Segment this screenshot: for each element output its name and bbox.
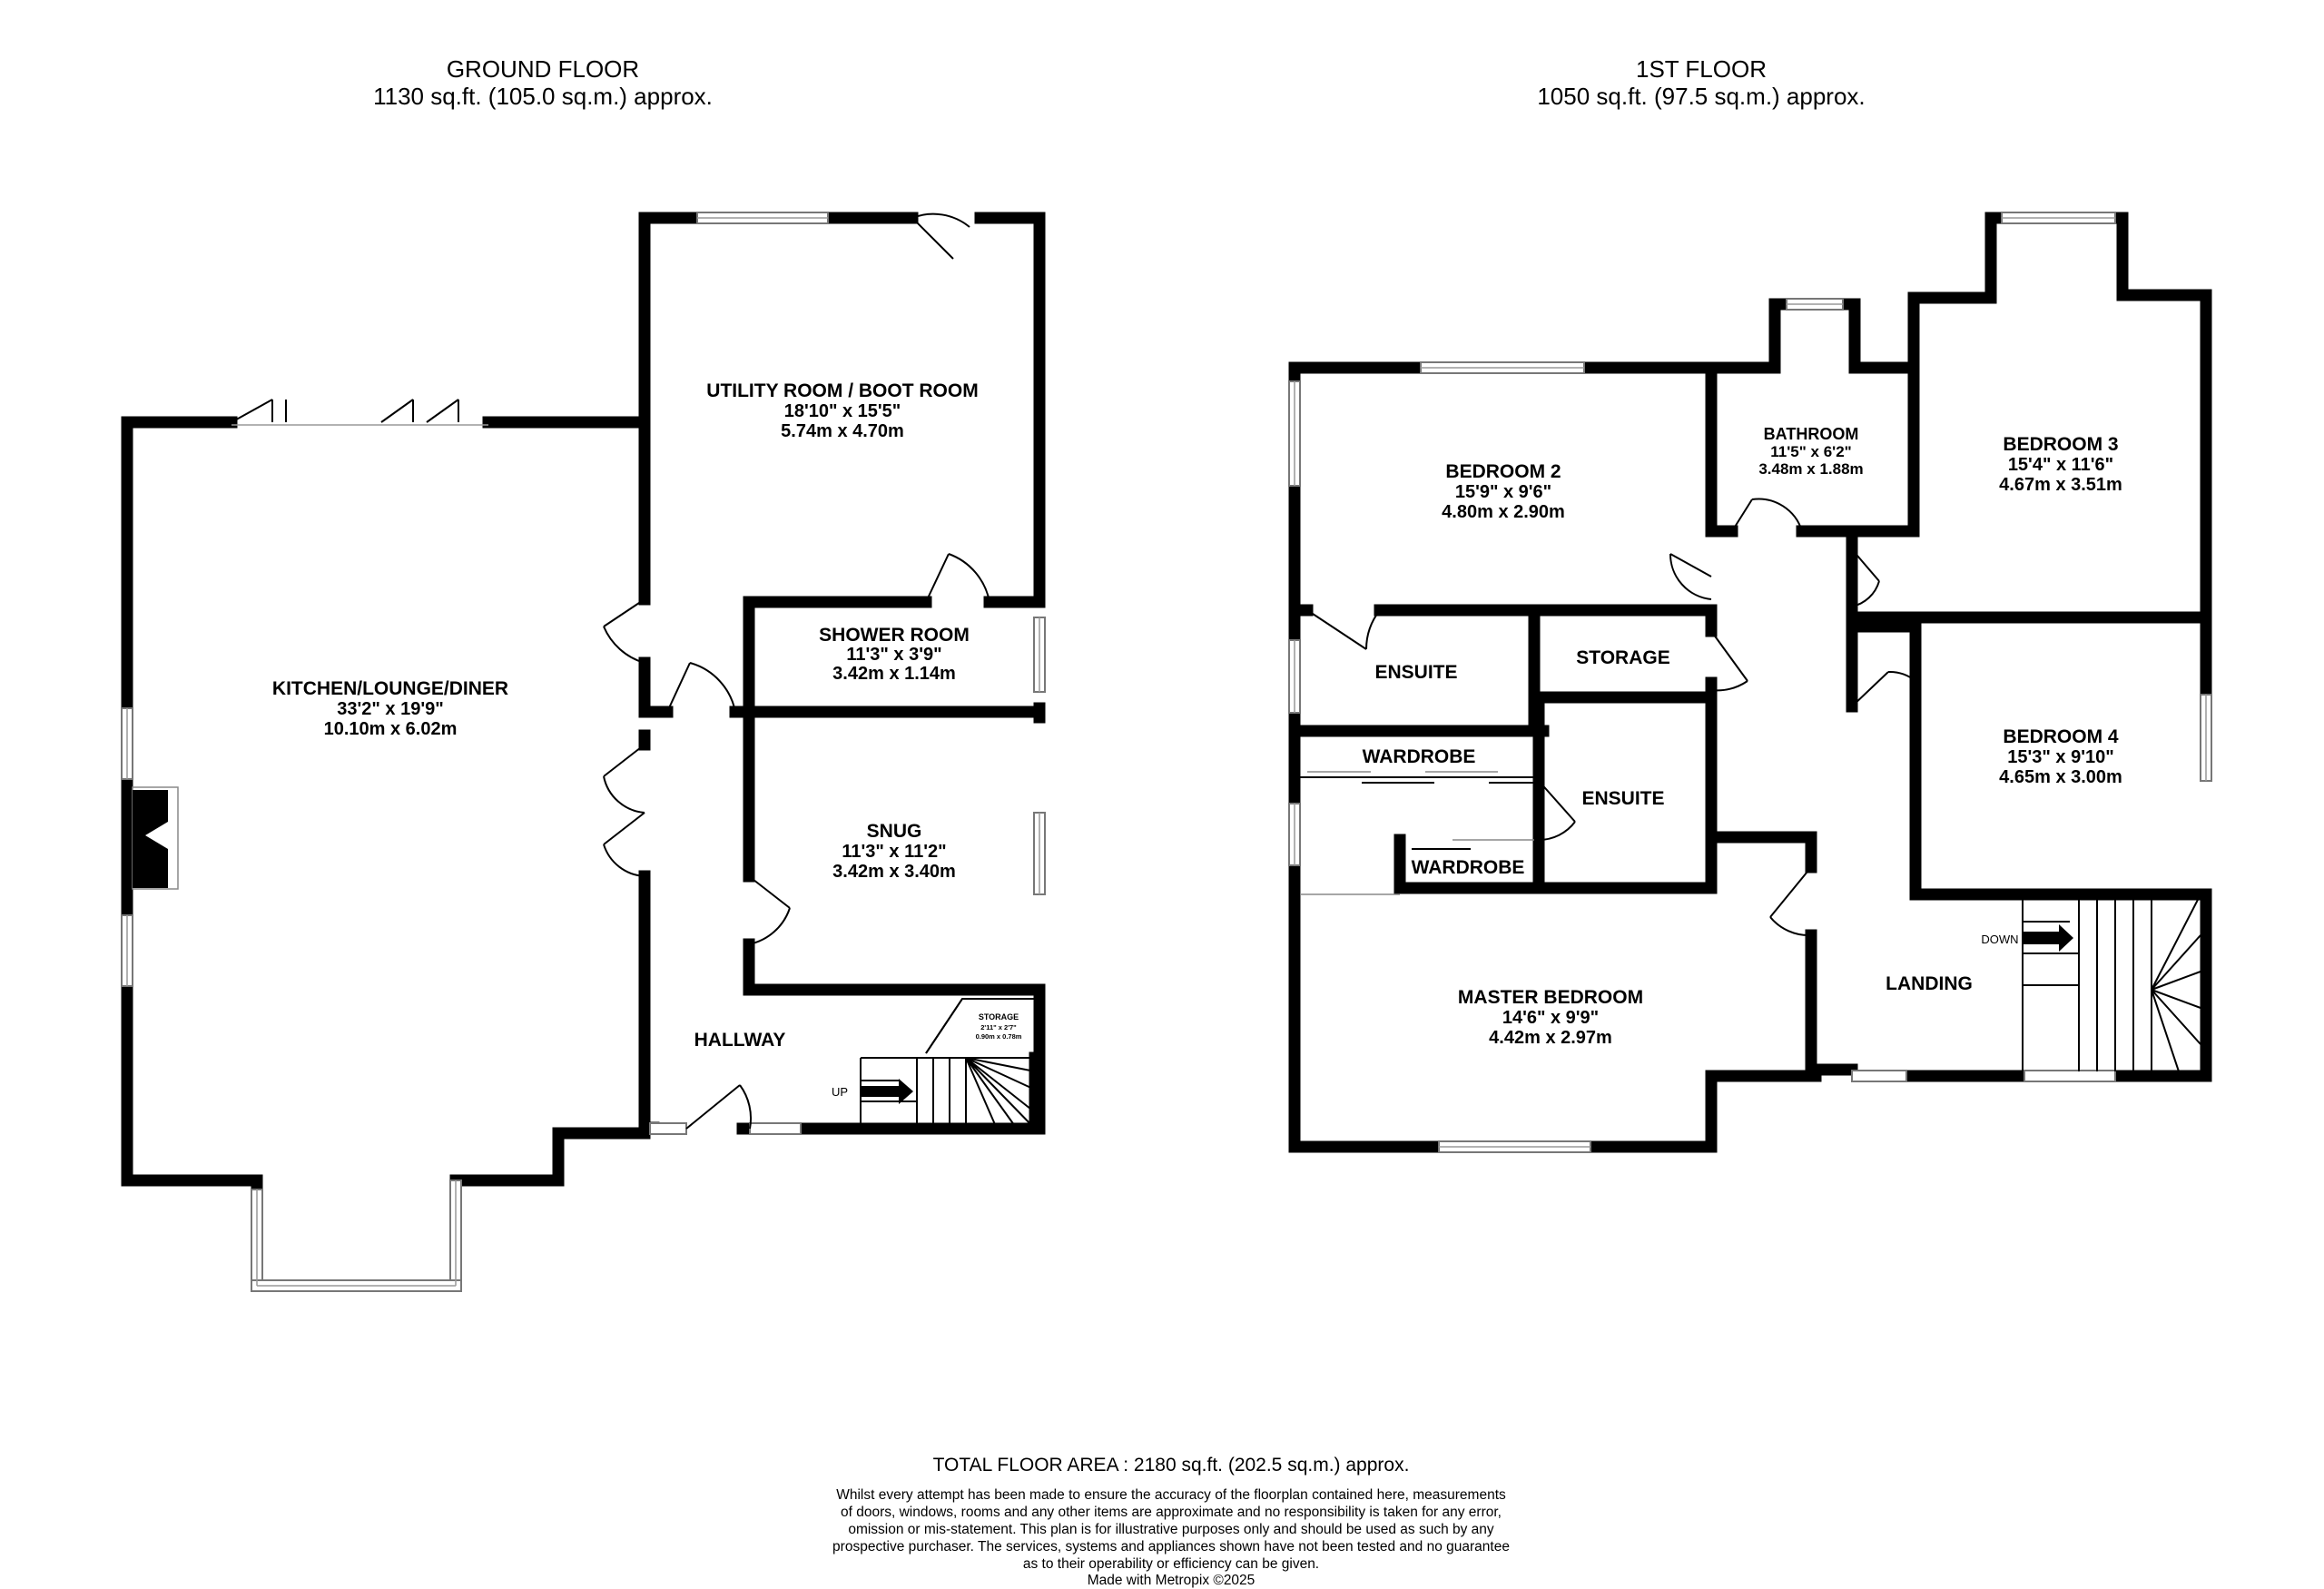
utility-metric: 5.74m x 4.70m (781, 421, 904, 441)
room-bathroom: BATHROOM 11'5" x 6'2" 3.48m x 1.88m (1758, 425, 1863, 478)
ensuite2-name: ENSUITE (1581, 788, 1664, 809)
bedroom3-imperial: 15'4" x 11'6" (2008, 455, 2113, 475)
disclaimer-line: Whilst every attempt has been made to en… (836, 1487, 1506, 1503)
ground-floor-heading: GROUND FLOOR 1130 sq.ft. (105.0 sq.m.) a… (373, 55, 713, 110)
fireplace-icon (132, 786, 179, 890)
shower-name: SHOWER ROOM (819, 625, 970, 646)
stairs-down-arrow-icon (2023, 924, 2073, 952)
utility-name: UTILITY ROOM / BOOT ROOM (706, 380, 978, 401)
shower-imperial: 11'3" x 3'9" (846, 645, 941, 665)
bedroom3-metric: 4.67m x 3.51m (1999, 475, 2122, 495)
room-landing: LANDING (1886, 973, 1973, 994)
room-storage: STORAGE (1576, 647, 1669, 668)
first-floor-heading: 1ST FLOOR 1050 sq.ft. (97.5 sq.m.) appro… (1537, 55, 1865, 110)
snug-metric: 3.42m x 3.40m (832, 862, 956, 882)
bedroom4-imperial: 15'3" x 9'10" (2007, 747, 2113, 767)
ground-stairs: UP (832, 1057, 1036, 1130)
shower-metric: 3.42m x 1.14m (832, 664, 956, 684)
first-floor-plan: DOWN BEDROOM 2 15'9" x 9'6" 4.80m x 2.90… (1288, 212, 2212, 1153)
bedroom4-metric: 4.65m x 3.00m (1999, 767, 2122, 787)
bathroom-metric: 3.48m x 1.88m (1758, 460, 1863, 478)
wardrobe-fittings (1300, 771, 1539, 895)
first-floor-walls (1288, 212, 2212, 1153)
room-bedroom-2: BEDROOM 2 15'9" x 9'6" 4.80m x 2.90m (1442, 461, 1565, 522)
wardrobe1-name: WARDROBE (1363, 746, 1476, 767)
room-ensuite-2: ENSUITE (1581, 788, 1664, 809)
stairs-down-label: DOWN (1981, 933, 2018, 946)
ground-floor-walls (121, 212, 1046, 1196)
wardrobe-2: WARDROBE (1412, 857, 1525, 878)
bedroom3-name: BEDROOM 3 (2003, 434, 2118, 455)
disclaimer-line: omission or mis-statement. This plan is … (848, 1522, 1494, 1537)
utility-imperial: 18'10" x 15'5" (784, 401, 901, 421)
storage-name: STORAGE (1576, 647, 1669, 668)
hallway-name: HALLWAY (694, 1030, 786, 1051)
landing-name: LANDING (1886, 973, 1973, 994)
bathroom-imperial: 11'5" x 6'2" (1770, 443, 1851, 460)
ground-floor-area: 1130 sq.ft. (105.0 sq.m.) approx. (373, 83, 713, 110)
total-floor-area: TOTAL FLOOR AREA : 2180 sq.ft. (202.5 sq… (933, 1455, 1410, 1476)
bedroom4-name: BEDROOM 4 (2003, 726, 2119, 747)
wardrobe-1: WARDROBE (1363, 746, 1476, 767)
ground-storage-imperial: 2'11" x 2'7" (980, 1023, 1017, 1031)
ground-floor-doors (603, 212, 990, 1130)
first-floor-stairs: DOWN (1981, 893, 2201, 1072)
ground-storage-name: STORAGE (979, 1012, 1019, 1022)
room-utility: UTILITY ROOM / BOOT ROOM 18'10" x 15'5" … (706, 380, 978, 441)
room-bedroom-4: BEDROOM 4 15'3" x 9'10" 4.65m x 3.00m (1999, 726, 2122, 787)
room-shower: SHOWER ROOM 11'3" x 3'9" 3.42m x 1.14m (819, 625, 970, 684)
ground-storage-metric: 0.90m x 0.78m (976, 1032, 1022, 1041)
room-bedroom-3: BEDROOM 3 15'4" x 11'6" 4.67m x 3.51m (1999, 434, 2122, 495)
ground-floor-windows (121, 212, 1046, 1292)
ground-storage: STORAGE 2'11" x 2'7" 0.90m x 0.78m (925, 998, 1035, 1054)
master-metric: 4.42m x 2.97m (1489, 1028, 1612, 1048)
master-imperial: 14'6" x 9'9" (1502, 1008, 1599, 1028)
first-floor-windows (1288, 212, 2212, 1153)
room-snug: SNUG 11'3" x 11'2" 3.42m x 3.40m (832, 821, 956, 882)
wardrobe2-name: WARDROBE (1412, 857, 1525, 878)
bedroom2-name: BEDROOM 2 (1445, 461, 1561, 482)
ground-floor-plan: STORAGE 2'11" x 2'7" 0.90m x 0.78m UP KI… (121, 212, 1046, 1292)
ensuite1-name: ENSUITE (1374, 662, 1457, 683)
disclaimer-line: as to their operability or efficiency ca… (1023, 1556, 1319, 1572)
snug-name: SNUG (867, 821, 922, 842)
kitchen-metric: 10.10m x 6.02m (324, 719, 458, 739)
first-floor-doors (1306, 498, 1916, 937)
disclaimer-line: prospective purchaser. The services, sys… (832, 1539, 1510, 1554)
disclaimer-line: of doors, windows, rooms and any other i… (841, 1505, 1502, 1520)
first-floor-area: 1050 sq.ft. (97.5 sq.m.) approx. (1537, 83, 1865, 110)
bedroom2-imperial: 15'9" x 9'6" (1455, 482, 1551, 502)
bathroom-name: BATHROOM (1764, 425, 1859, 443)
snug-imperial: 11'3" x 11'2" (842, 842, 946, 862)
metropix-credit: Made with Metropix ©2025 (1088, 1573, 1256, 1588)
stairs-up-arrow-icon (861, 1079, 913, 1104)
room-hallway: HALLWAY (694, 1030, 786, 1051)
bedroom2-metric: 4.80m x 2.90m (1442, 502, 1565, 522)
kitchen-imperial: 33'2" x 19'9" (337, 699, 443, 719)
footer: TOTAL FLOOR AREA : 2180 sq.ft. (202.5 sq… (832, 1455, 1510, 1588)
stairs-up-label: UP (832, 1085, 848, 1099)
kitchen-name: KITCHEN/LOUNGE/DINER (272, 678, 508, 699)
ground-floor-title: GROUND FLOOR (447, 55, 639, 83)
room-kitchen-lounge-diner: KITCHEN/LOUNGE/DINER 33'2" x 19'9" 10.10… (272, 678, 508, 739)
first-floor-title: 1ST FLOOR (1636, 55, 1767, 83)
room-master-bedroom: MASTER BEDROOM 14'6" x 9'9" 4.42m x 2.97… (1458, 987, 1643, 1048)
master-name: MASTER BEDROOM (1458, 987, 1643, 1008)
room-ensuite-1: ENSUITE (1374, 662, 1457, 683)
